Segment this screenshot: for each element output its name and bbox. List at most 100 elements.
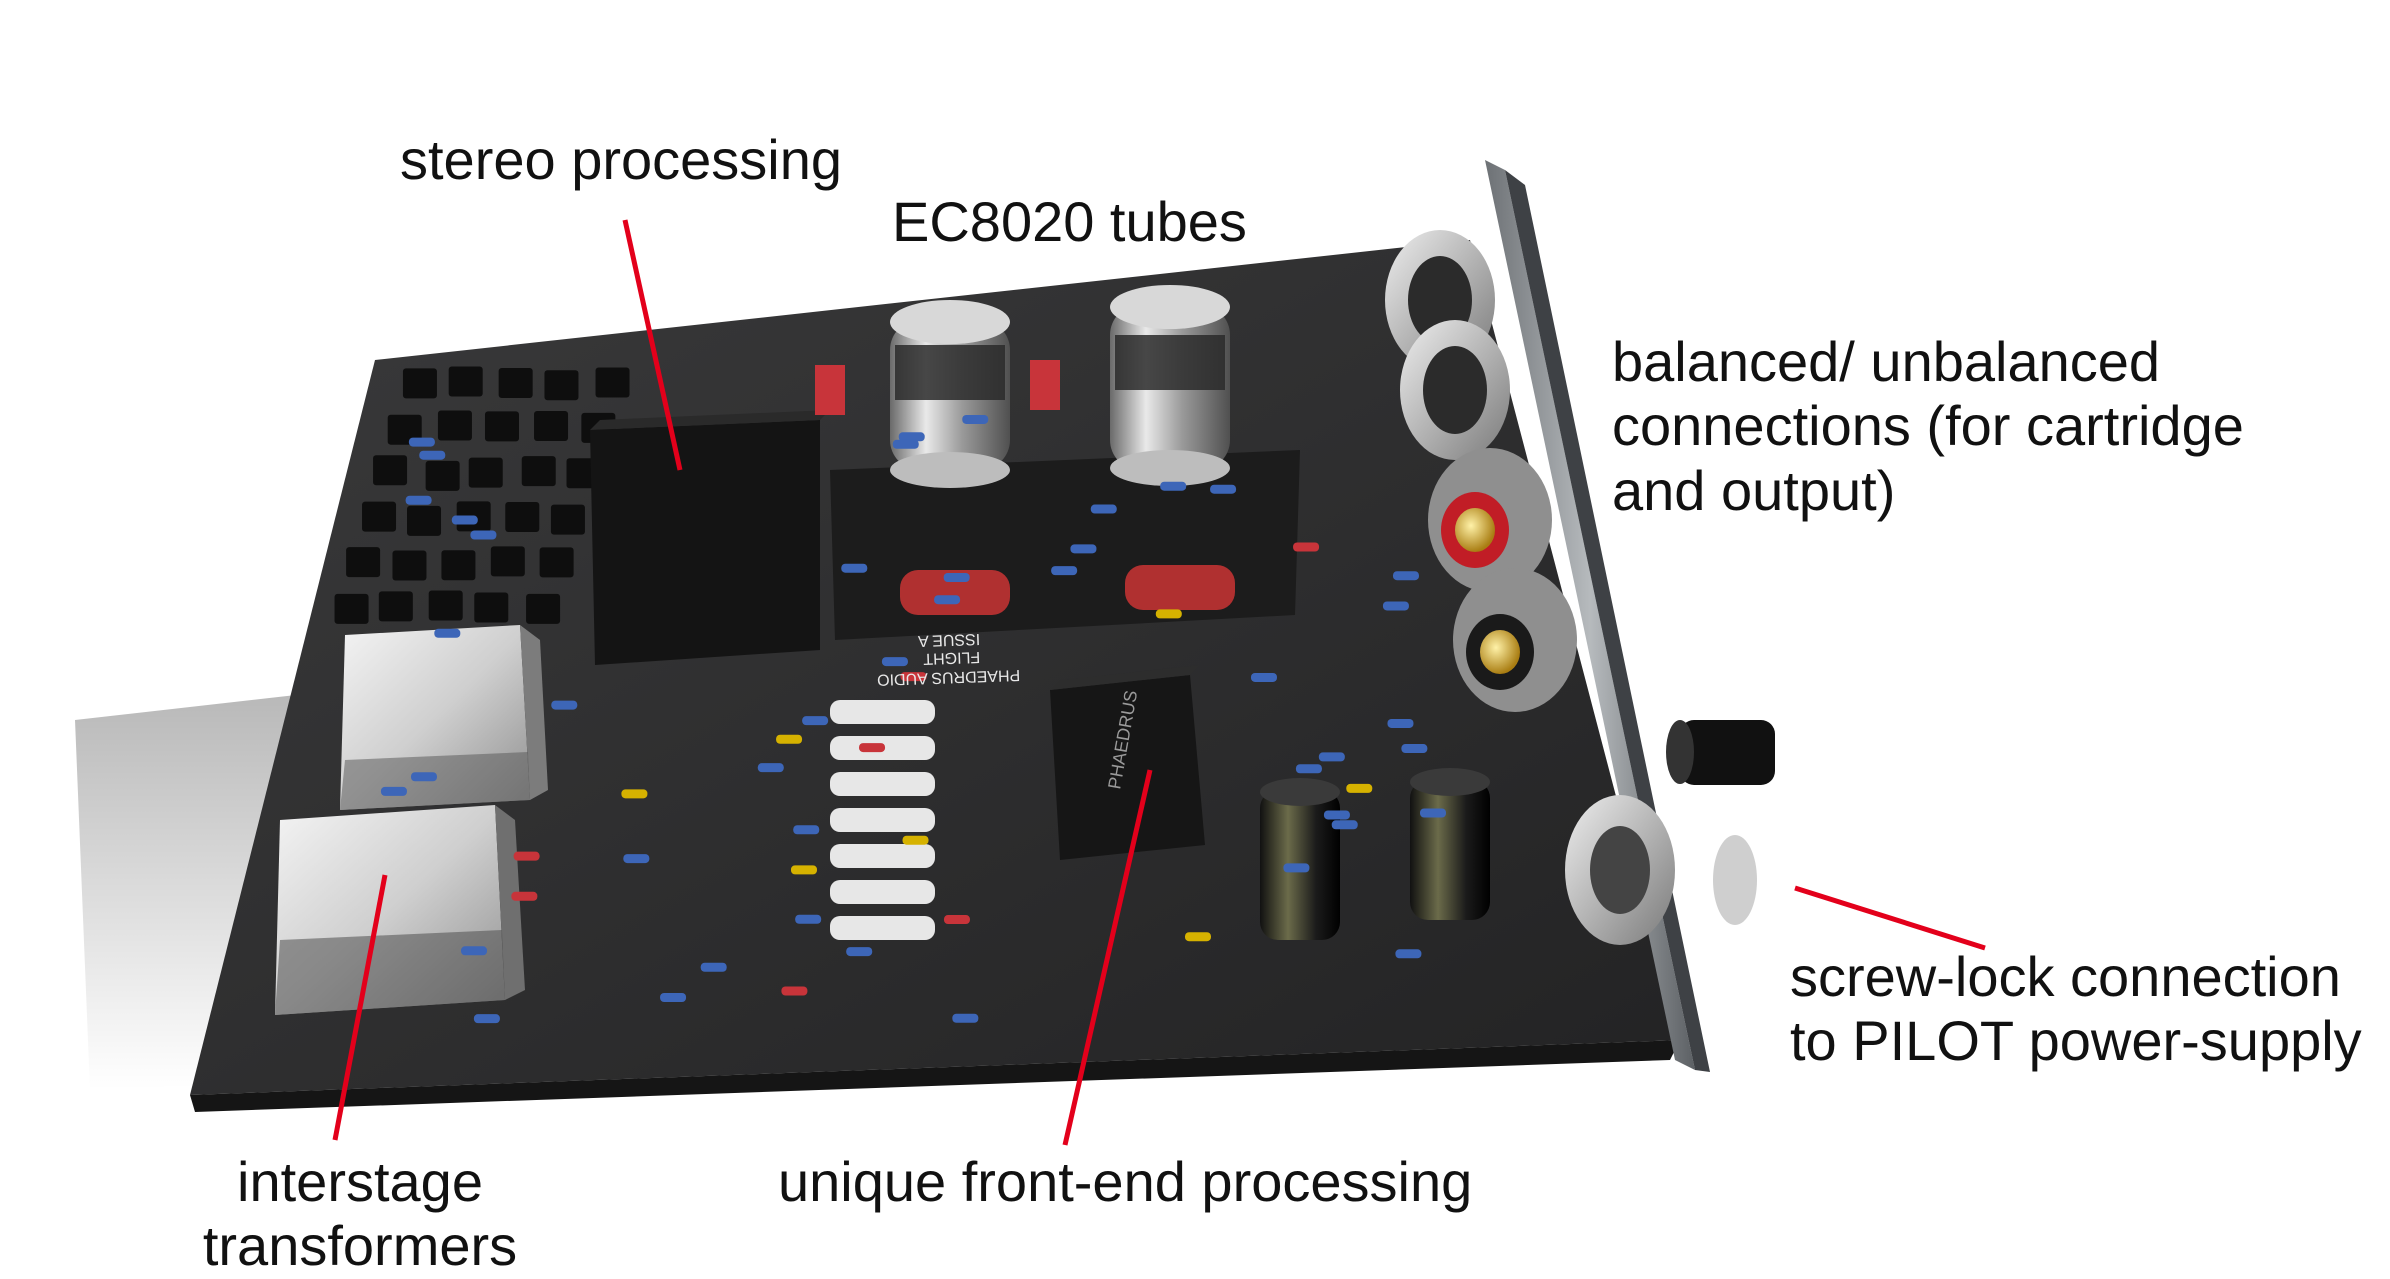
small-component <box>1346 783 1373 793</box>
small-component <box>419 450 446 460</box>
small-component <box>1210 484 1237 494</box>
small-component <box>900 672 927 682</box>
film-resistor <box>830 916 935 940</box>
silkscreen: PHAEDRUS AUDIO FLIGHT ISSUE A PHAEDRUS <box>877 630 1142 791</box>
small-component <box>1250 672 1277 682</box>
relay <box>437 410 472 441</box>
label-front-end: unique front-end processing <box>778 1150 1472 1214</box>
small-component <box>962 414 989 424</box>
small-component <box>451 515 478 525</box>
rca-connector-black <box>1453 568 1577 712</box>
label-stereo-processing: stereo processing <box>400 128 842 192</box>
small-component <box>700 962 727 972</box>
pointer-lines <box>332 219 1986 1146</box>
small-component <box>1382 601 1409 611</box>
small-component <box>1323 810 1350 820</box>
resistor-bank <box>830 700 935 940</box>
relay <box>550 504 585 535</box>
relay <box>539 547 574 578</box>
relay <box>490 546 525 577</box>
small-components <box>380 414 1447 1024</box>
ground-knob <box>1666 720 1775 785</box>
silkscreen-model: FLIGHT <box>923 648 981 667</box>
small-component <box>1420 808 1447 818</box>
small-component <box>1401 744 1428 754</box>
label-connections-line-1: balanced/ unbalanced <box>1612 330 2161 393</box>
small-component <box>892 439 919 449</box>
interstage-transformer-upper <box>340 625 548 810</box>
label-stereo-processing-text: stereo processing <box>400 128 843 191</box>
label-interstage-line-2: transformers <box>202 1214 518 1278</box>
relay <box>407 505 442 536</box>
small-component <box>781 986 808 996</box>
relay <box>595 367 630 398</box>
small-component <box>841 563 868 573</box>
silkscreen-issue: ISSUE A <box>917 630 980 649</box>
relay <box>402 368 437 399</box>
small-component <box>621 789 648 799</box>
small-component <box>802 716 829 726</box>
relay <box>505 501 540 532</box>
label-connections: balanced/ unbalanced connections (for ca… <box>1612 330 2244 523</box>
label-screw-lock: screw-lock connection to PILOT power-sup… <box>1790 945 2362 1074</box>
small-component <box>473 1014 500 1024</box>
relay <box>484 411 519 442</box>
small-component <box>511 891 538 901</box>
pointer-screw-lock <box>1794 885 1986 951</box>
small-component <box>1283 863 1310 873</box>
label-tubes: EC8020 tubes <box>892 190 1247 254</box>
front-end-module <box>1050 665 1205 860</box>
small-component <box>461 946 488 956</box>
relay <box>526 593 561 624</box>
relay <box>425 460 460 491</box>
interstage-transformer-lower <box>275 805 525 1015</box>
small-component <box>795 914 822 924</box>
relay <box>448 366 483 397</box>
small-component <box>551 700 578 710</box>
small-component <box>952 1013 979 1023</box>
label-connections-line-2: connections (for cartridge <box>1612 394 2244 458</box>
small-component <box>380 786 407 796</box>
small-component <box>405 495 432 505</box>
pointer-stereo <box>622 219 683 471</box>
small-component <box>470 530 497 540</box>
film-resistor <box>830 880 935 904</box>
small-component <box>408 437 435 447</box>
relay <box>362 501 397 532</box>
relay <box>441 550 476 581</box>
label-screw-lock-line-1: screw-lock connection <box>1790 945 2341 1008</box>
stereo-processing-module <box>590 410 830 665</box>
relay <box>387 414 422 445</box>
small-component <box>1318 752 1345 762</box>
tube-left <box>890 300 1010 488</box>
label-interstage-line-1: interstage <box>237 1150 483 1213</box>
tube-right <box>1110 285 1230 486</box>
relay <box>521 456 556 487</box>
small-component <box>1070 544 1097 554</box>
relay <box>378 591 413 622</box>
relay <box>346 547 381 578</box>
pointer-interstage <box>332 874 388 1141</box>
film-resistor <box>830 844 935 868</box>
film-resistor <box>830 772 935 796</box>
small-component <box>660 992 687 1002</box>
small-component <box>1331 820 1358 830</box>
rca-connector-red <box>1428 448 1552 592</box>
small-component <box>934 595 961 605</box>
relay <box>334 593 369 624</box>
relay <box>428 590 463 621</box>
small-component <box>1387 718 1414 728</box>
label-interstage: interstage transformers <box>195 1150 525 1279</box>
small-component <box>1155 609 1182 619</box>
small-component <box>1160 481 1187 491</box>
small-component <box>623 854 650 864</box>
small-component <box>1090 504 1117 514</box>
small-component <box>1295 764 1322 774</box>
relay <box>392 550 427 581</box>
relay <box>544 370 579 401</box>
small-component <box>793 825 820 835</box>
film-resistor <box>830 808 935 832</box>
small-component <box>1293 542 1320 552</box>
relay <box>468 457 503 488</box>
